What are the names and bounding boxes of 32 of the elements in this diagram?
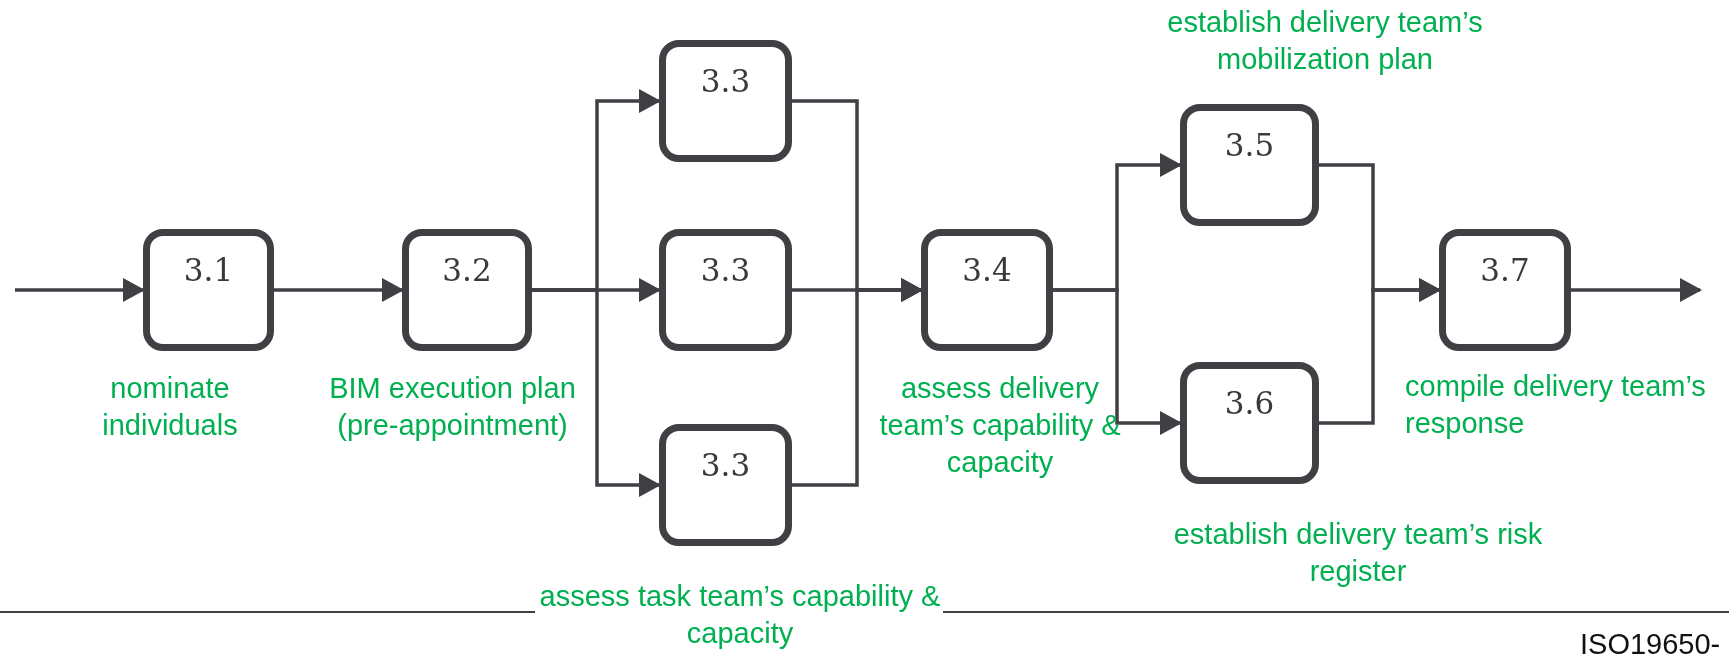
step-number: 3.4: [961, 252, 1013, 288]
step-caption: assess task team’s capability & capacity: [538, 579, 942, 652]
arrow: [1571, 278, 1702, 302]
arrow: [532, 288, 661, 497]
step-caption: establish delivery team’s risk register: [1172, 517, 1544, 590]
arrow: [1053, 288, 1182, 435]
step-number: 3.1: [182, 252, 235, 288]
step-caption: assess delivery team’s capability & capacity: [878, 371, 1122, 481]
figure-reference: ISO19650-: [1580, 628, 1721, 661]
arrow: [1319, 278, 1441, 425]
step-caption: establish delivery team’s mobilization plan: [1166, 5, 1484, 78]
arrow: [274, 278, 404, 302]
process-box: [1180, 362, 1319, 484]
step-number: 3.3: [699, 63, 752, 99]
step-number: 3.2: [441, 252, 493, 288]
process-box: [921, 229, 1053, 351]
process-box: [659, 40, 792, 162]
process-box: [659, 424, 792, 546]
step-number: 3.5: [1223, 127, 1276, 163]
process-box: [402, 229, 532, 351]
step-number: 3.7: [1479, 252, 1531, 288]
step-number: 3.3: [699, 252, 752, 288]
arrow: [15, 278, 145, 302]
step-caption: BIM execution plan (pre-appointment): [328, 371, 577, 444]
step-number: 3.6: [1223, 385, 1276, 421]
process-box: [1439, 229, 1571, 351]
process-box: [143, 229, 274, 351]
process-box: [659, 229, 792, 351]
step-caption: compile delivery team’s response: [1405, 369, 1707, 442]
step-caption: nominate individuals: [101, 371, 239, 444]
step-number: 3.3: [699, 447, 752, 483]
process-box: [1180, 104, 1319, 226]
